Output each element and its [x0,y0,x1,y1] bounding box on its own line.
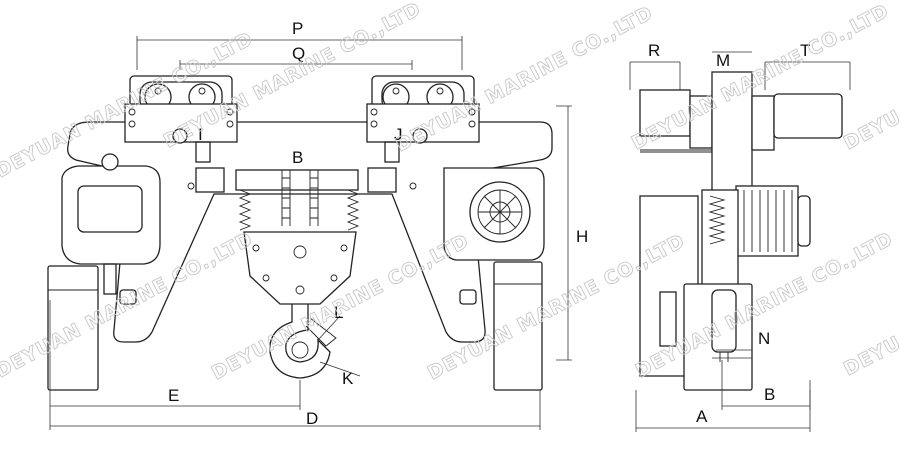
label-d: D [306,409,318,428]
hook-block [243,231,357,305]
left-hoist-body [61,165,161,265]
label-i: I [198,125,203,144]
right-hanging-chain-bag [493,261,543,391]
label-m: M [716,51,730,70]
label-a: A [696,407,708,426]
main-frame [67,121,553,343]
side-hoist-motor [735,185,799,257]
label-q: Q [292,44,305,63]
left-hanging-chain-bag [47,265,99,391]
side-center-column [711,71,753,193]
label-k: K [342,369,354,388]
side-view [639,71,843,391]
label-p: P [292,19,303,38]
label-b-side: B [764,385,775,404]
hook [269,304,331,379]
front-dimensions [49,36,572,430]
label-j: J [394,125,403,144]
dimension-letters: P Q B H I J L K E D R M T N A B [168,19,810,428]
side-dimensions [629,51,851,432]
label-l: L [334,303,343,322]
side-travel-motor [773,93,843,139]
label-e: E [168,386,179,405]
label-b-top: B [292,148,303,167]
label-r: R [648,41,660,60]
front-view [47,75,553,391]
side-hook [711,289,737,353]
label-n: N [758,329,770,348]
label-h: H [576,227,588,246]
label-t: T [800,41,810,60]
